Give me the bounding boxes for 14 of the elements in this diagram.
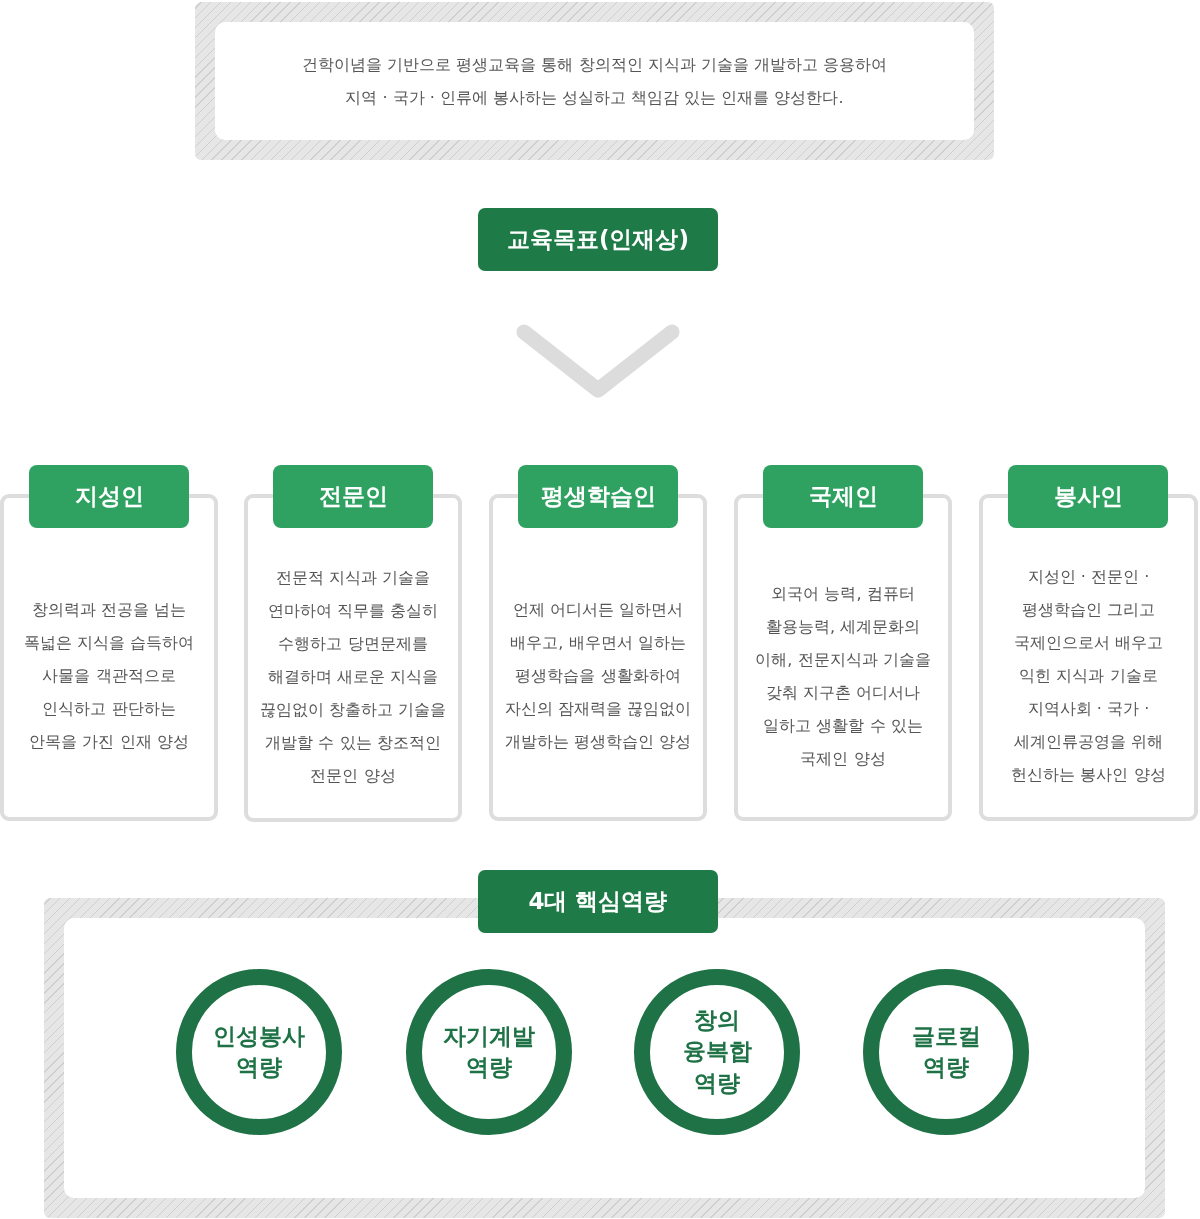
mission-statement: 건학이념을 기반으로 평생교육을 통해 창의적인 지식과 기술을 개발하고 응용하여 지역 · 국가 · 인류에 봉사하는 성실하고 책임감 있는 인재를 양성한다. [301, 54, 888, 109]
card-heading: 평생학습인 [518, 465, 678, 528]
card-description: 전문적 지식과 기술을 연마하여 직무를 충실히 수행하고 당면문제를 해결하며 새로운 지식을 끊임없이 창출하고 기술을 개발할 수 있는 창조적인 전문인 양성 [258, 566, 448, 787]
card-description: 외국어 능력, 컴퓨터 활용능력, 세계문화의 이해, 전문지식과 기술을 갖춰 지구촌 어디서나 일하고 생활할 수 있는 국제인 양성 [754, 582, 932, 770]
heading-badge: 4대 핵심역량 [478, 870, 718, 933]
card-heading: 전문인 [273, 465, 433, 528]
card-heading: 국제인 [763, 465, 923, 528]
card-description: 지성인 · 전문인 · 평생학습인 그리고 국제인으로서 배우고 익힌 지식과 기술로 지역사회 · 국가 · 세계인류공영을 위해 헌신하는 봉사인 양성 [1010, 566, 1167, 786]
card-description: 창의력과 전공을 넘는 폭넓은 지식을 습득하여 사물을 객관적으로 인식하고 판단하는 안목을 가진 인재 양성 [22, 599, 196, 753]
card-heading: 지성인 [29, 465, 189, 528]
card-heading: 봉사인 [1008, 465, 1168, 528]
card-description: 언제 어디서든 일하면서 배우고, 배우면서 일하는 평생학습을 생활화하여 자신의 잠재력을 끊임없이 개발하는 평생학습인 양성 [503, 599, 693, 753]
heading-badge: 교육목표(인재상) [478, 208, 718, 271]
mission-panel [195, 2, 994, 160]
